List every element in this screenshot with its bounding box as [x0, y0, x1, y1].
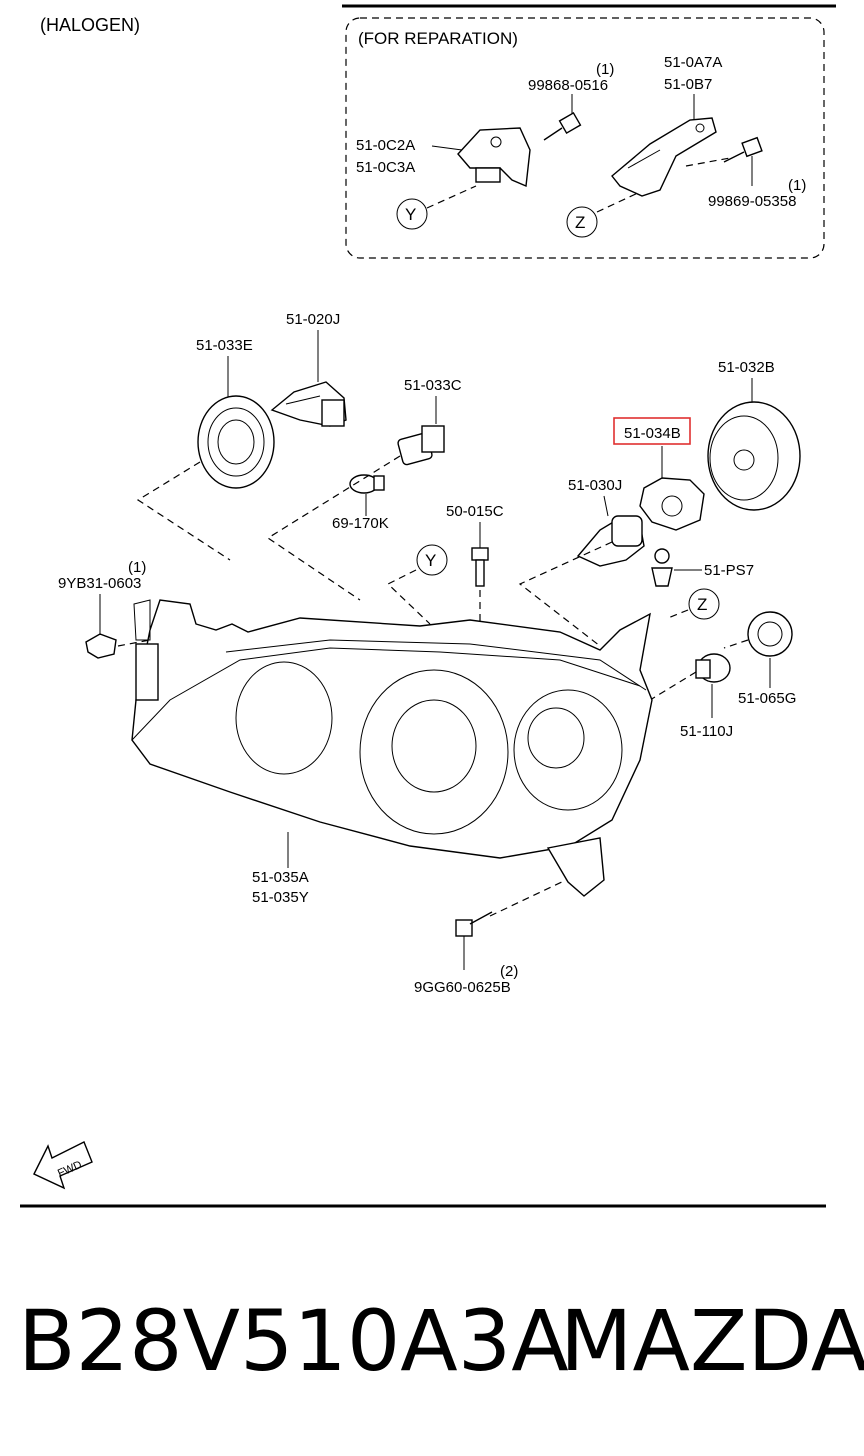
fwd-arrow-icon: FWD [33, 1141, 93, 1190]
label-51-065G: 51-065G [738, 690, 796, 707]
small-bulb-69-170K-icon [349, 474, 385, 494]
bulb-socket-034B-icon [639, 477, 705, 531]
footer-part-number: B28V510A3A [18, 1292, 569, 1390]
label-9YB31-qty: (1) [128, 559, 146, 576]
label-50-015C: 50-015C [446, 503, 504, 520]
inset-title: (FOR REPARATION) [358, 29, 518, 48]
repair-inset: (FOR REPARATION) (1) 99868-0516 51-0A7A … [345, 17, 825, 259]
marker-z-main [688, 588, 720, 620]
screw-9GG60-icon [455, 911, 493, 937]
bolt-a-icon [543, 111, 582, 141]
svg-text:Y: Y [425, 551, 436, 570]
bolt-50-015C-icon [471, 547, 489, 587]
variant-label: (HALOGEN) [40, 15, 140, 35]
bolt-b-number: 99869-05358 [708, 193, 796, 210]
label-51-035Y: 51-035Y [252, 889, 309, 906]
bracket-right-line1: 51-0A7A [664, 54, 722, 71]
headlamp-housing [131, 599, 653, 897]
bracket-left-icon [457, 127, 531, 188]
headlamp-bulb-030J-icon [576, 515, 645, 567]
label-51-035A: 51-035A [252, 869, 309, 886]
bracket-right-icon [611, 117, 717, 197]
label-51-032B: 51-032B [718, 359, 775, 376]
dust-cover-left-icon [197, 395, 275, 489]
label-51-020J: 51-020J [286, 311, 340, 328]
footer-brand: MAZDA [560, 1292, 864, 1390]
side-bulb-110J-icon [695, 653, 731, 683]
pin-51-PS7-icon [651, 548, 673, 587]
label-51-034B: 51-034B [624, 425, 681, 442]
bolt-b-icon [723, 136, 763, 163]
bracket-left-line1: 51-0C2A [356, 137, 415, 154]
assembly-lines [117, 455, 749, 917]
label-9YB31-0603: 9YB31-0603 [58, 575, 141, 592]
marker-y-main [416, 544, 448, 576]
headlamp-bulb-icon [270, 381, 347, 427]
marker-y-inset [396, 198, 428, 230]
bracket-right-line2: 51-0B7 [664, 76, 712, 93]
label-69-170K: 69-170K [332, 515, 389, 532]
socket-33C-icon [397, 425, 445, 466]
label-9GG60-0625B: 9GG60-0625B [414, 979, 511, 996]
dust-cover-right-icon [707, 401, 801, 511]
bolt-b-qty: (1) [788, 177, 806, 194]
marker-z-inset [566, 206, 598, 238]
bracket-left-line2: 51-0C3A [356, 159, 415, 176]
label-9GG60-qty: (2) [500, 963, 518, 980]
label-51-033C: 51-033C [404, 377, 462, 394]
socket-065G-icon [747, 611, 793, 657]
highlight-box-51-034B [613, 417, 691, 445]
label-51-033E: 51-033E [196, 337, 253, 354]
label-51-PS7: 51-PS7 [704, 562, 754, 579]
bolt-a-number: 99868-0516 [528, 77, 608, 94]
label-51-110J: 51-110J [680, 723, 733, 740]
svg-text:Z: Z [697, 595, 707, 614]
bolt-a-qty: (1) [596, 61, 614, 78]
clip-9YB31-icon [85, 633, 117, 659]
label-51-030J: 51-030J [568, 477, 622, 494]
svg-text:Z: Z [575, 213, 585, 232]
svg-text:Y: Y [405, 205, 416, 224]
